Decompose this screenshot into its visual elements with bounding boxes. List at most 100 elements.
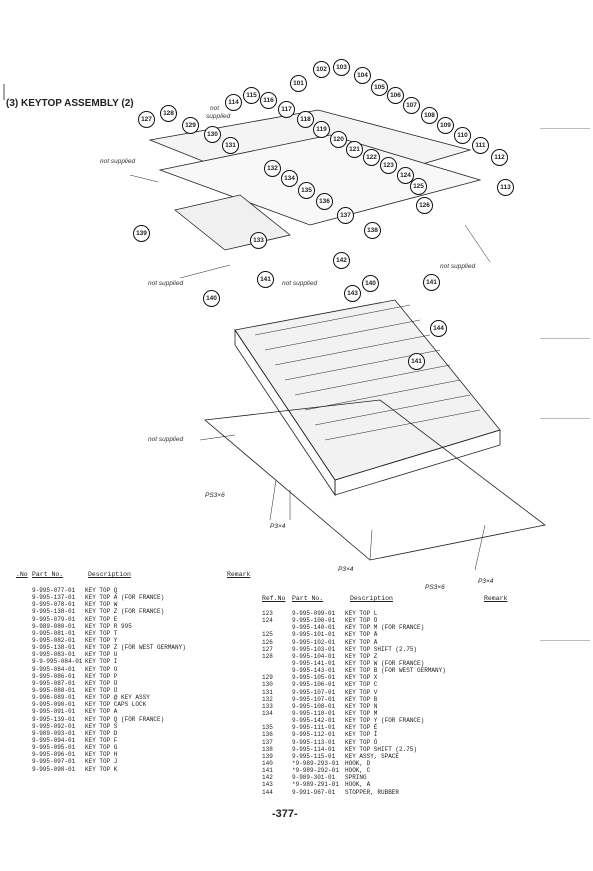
part-no: 9-995-103-01	[292, 645, 336, 653]
callout-108: 108	[421, 107, 438, 124]
part-no: 9-995-081-01	[32, 629, 76, 637]
part-no: 9-995-107-01	[292, 695, 336, 703]
table-row: 9-995-143-01 KEY TOP B (FOR WEST GERMANY)	[262, 667, 446, 674]
part-no: 9-989-093-01	[32, 729, 76, 737]
ref-no: 139	[262, 752, 273, 760]
part-no: 9-995-101-01	[292, 631, 336, 639]
callout-135: 135	[298, 182, 315, 199]
table-row: 136 9-995-112-01 KEY TOP Í	[262, 731, 446, 738]
part-no: 9-995-115-01	[292, 752, 336, 760]
description: KEY TOP Ü	[85, 679, 118, 687]
ref-no: 134	[262, 709, 273, 717]
description: KEY TOP W (FOR FRANCE)	[345, 659, 425, 667]
part-no: 9-995-077-01	[32, 587, 76, 594]
part-no: 9-995-111-01	[292, 724, 336, 732]
description: KEY TOP A	[85, 708, 118, 716]
part-no: 9-996-089-01	[32, 694, 76, 702]
description: KEY TOP Ó	[345, 738, 378, 746]
ref-no: 123	[262, 610, 273, 617]
description: KEY TOP J	[85, 758, 118, 766]
ref-no: 127	[262, 645, 273, 653]
not-supplied-note-line2: supplied	[206, 113, 231, 120]
fastener-label: PS3×6	[205, 492, 225, 499]
part-no: 9-995-084-01	[32, 665, 76, 673]
part-no: 9-995-112-01	[292, 731, 336, 739]
callout-142: 142	[333, 252, 350, 269]
ref-no: 125	[262, 631, 273, 639]
part-no: 9-995-107-01	[292, 688, 336, 696]
callout-131: 131	[222, 137, 239, 154]
callout-136: 136	[316, 193, 333, 210]
part-no: 9-995-141-01	[292, 659, 336, 667]
edge-mark	[540, 338, 590, 339]
description: KEY TOP S	[85, 722, 118, 730]
part-no: 9-995-082-01	[32, 636, 76, 644]
description: KEY TOP SHIFT (2.75)	[345, 745, 418, 753]
ref-no: 137	[262, 738, 273, 746]
description: KEY TOP C	[345, 681, 378, 689]
fastener-label: PS3×6	[425, 584, 445, 591]
description: KEY TOP T	[85, 629, 118, 637]
callout-132: 132	[264, 160, 281, 177]
description: KEY TOP K	[85, 765, 118, 773]
part-no: 9-995-092-01	[32, 722, 76, 730]
callout-144: 144	[430, 320, 447, 337]
description: KEY TOP B (FOR WEST GERMANY)	[345, 667, 446, 675]
ref-no: 128	[262, 652, 273, 660]
part-no: 9-991-967-01	[292, 788, 336, 796]
description: KEY TOP CAPS LOCK	[85, 701, 147, 709]
part-no: 9-995-099-01	[292, 610, 336, 617]
callout-140: 140	[203, 290, 220, 307]
not-supplied-note: not supplied	[282, 280, 318, 287]
description: HOOK, C	[345, 767, 371, 775]
callout-143: 143	[344, 285, 361, 302]
part-no: 9-995-087-01	[32, 679, 76, 687]
description: KEY TOP Z (FOR FRANCE)	[85, 608, 165, 616]
description: KEY TOP M (FOR FRANCE)	[345, 624, 425, 632]
description: KEY TOP Y (FOR FRANCE)	[345, 717, 425, 725]
callout-124: 124	[397, 167, 414, 184]
callout-133: 133	[250, 232, 267, 249]
callout-120: 120	[330, 131, 347, 148]
callout-107: 107	[403, 97, 420, 114]
callout-123: 123	[380, 157, 397, 174]
callout-111: 111	[472, 137, 489, 154]
part-no: 9-995-094-01	[32, 736, 76, 744]
callout-116: 116	[260, 92, 277, 109]
right-table-header-remark: Remark	[484, 595, 508, 602]
part-no: 9-995-106-01	[292, 681, 336, 689]
part-no: 9-995-143-01	[292, 667, 336, 675]
not-supplied-note-line1: not	[210, 105, 220, 112]
ref-no: 131	[262, 688, 273, 696]
ref-no: 136	[262, 731, 273, 739]
description: STOPPER, RUBBER	[345, 788, 400, 796]
not-supplied-note: not supplied	[440, 263, 476, 270]
callout-118: 118	[297, 111, 314, 128]
description: KEY TOP B	[345, 695, 378, 703]
description: KEY TOP Í	[345, 731, 378, 739]
callout-114: 114	[225, 94, 242, 111]
table-row: 9-995-141-01 KEY TOP W (FOR FRANCE)	[262, 660, 446, 667]
ref-no: 135	[262, 724, 273, 732]
callout-122: 122	[363, 149, 380, 166]
page-number: -377-	[272, 808, 298, 820]
left-table-header-partno: Part No.	[32, 571, 64, 578]
